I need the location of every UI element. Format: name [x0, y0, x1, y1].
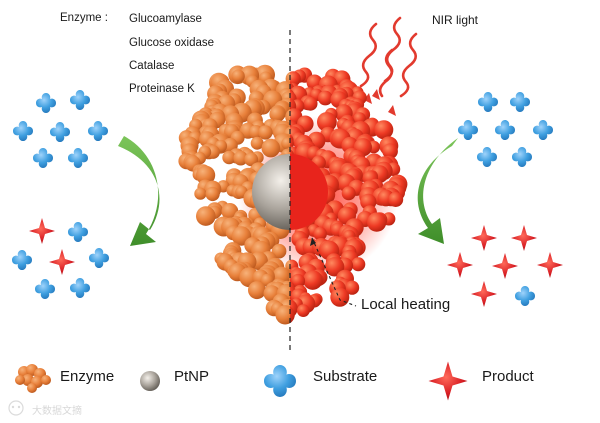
heated-enzyme-bead — [341, 186, 356, 201]
substrate — [35, 279, 55, 299]
heated-enzyme-bead — [330, 287, 350, 307]
product — [537, 252, 563, 278]
product — [471, 281, 497, 307]
heated-enzyme-bead — [290, 71, 301, 87]
enzyme-bead — [248, 281, 266, 300]
substrate — [70, 90, 90, 110]
heated-enzyme-bead — [291, 273, 306, 288]
enzyme-item-proteinase-k: Proteinase K — [129, 83, 195, 95]
enzyme-bead — [233, 150, 248, 166]
product — [29, 218, 55, 244]
legend-ptnp-label: PtNP — [174, 368, 210, 385]
enzyme-cluster-right-heated — [290, 67, 408, 324]
reaction-arrow-right — [417, 138, 458, 244]
enzyme-bead — [196, 206, 216, 226]
enzyme-bead — [250, 136, 264, 150]
enzyme-bead — [194, 187, 207, 200]
enzyme-bead — [222, 150, 236, 165]
heated-enzyme-bead — [345, 280, 360, 295]
heated-enzyme-bead — [290, 306, 295, 324]
substrate — [495, 120, 515, 140]
substrate — [510, 92, 530, 112]
enzyme-bead — [258, 125, 273, 140]
heated-enzyme-bead — [351, 257, 366, 272]
enzyme-bead — [281, 137, 290, 150]
product — [447, 252, 473, 278]
enzyme-list-header: Enzyme : — [60, 12, 108, 24]
enzyme-item-glucose-oxidase: Glucose oxidase — [129, 37, 215, 49]
heated-enzyme-bead — [388, 192, 404, 207]
watermark-logo — [8, 400, 24, 416]
legend-product-icon — [428, 361, 468, 401]
product — [471, 225, 497, 251]
enzyme-bead — [261, 138, 281, 158]
watermark-text: 大数据文摘 — [32, 406, 82, 417]
legend-enzyme-icon — [15, 364, 51, 393]
enzyme-item-glucoamylase: Glucoamylase — [129, 13, 202, 25]
substrate — [89, 248, 109, 268]
heated-enzyme-bead — [317, 112, 337, 132]
nir-light-arrows — [359, 16, 418, 98]
local-heating-label: Local heating — [361, 296, 451, 313]
heated-enzyme-bead — [290, 137, 294, 150]
substrate — [68, 148, 88, 168]
heated-enzyme-bead — [303, 96, 318, 111]
legend-ptnp-icon — [140, 371, 160, 391]
enzyme-bead — [275, 305, 290, 325]
enzyme-bead — [205, 186, 220, 202]
substrate — [515, 286, 535, 306]
heated-enzyme-bead — [374, 120, 394, 140]
heated-enzyme-bead — [302, 270, 323, 290]
legend-enzyme-label: Enzyme — [60, 368, 115, 385]
product — [49, 249, 75, 275]
enzyme-bead — [196, 165, 216, 185]
legend-substrate-label: Substrate — [313, 368, 378, 385]
heating-pointer-head — [310, 238, 316, 246]
substrate — [36, 93, 56, 113]
enzyme-bead — [269, 106, 286, 123]
heated-enzyme-bead — [317, 90, 333, 106]
heated-enzyme-bead — [367, 212, 387, 232]
heated-enzyme-bead — [313, 226, 327, 241]
substrate — [458, 120, 478, 140]
product-group-left — [12, 218, 109, 299]
reaction-arrow-left — [118, 136, 160, 246]
substrate-group-right — [458, 92, 553, 167]
substrate — [88, 121, 108, 141]
heated-core — [290, 154, 328, 230]
substrate — [13, 121, 33, 141]
legend-substrate-icon — [264, 365, 296, 397]
substrate — [70, 278, 90, 298]
substrate — [12, 250, 32, 270]
heated-enzyme-bead — [296, 304, 310, 317]
substrate — [533, 120, 553, 140]
heated-enzyme-bead — [324, 257, 345, 277]
heated-enzyme-bead — [382, 143, 398, 159]
ptnp-sphere — [252, 154, 290, 230]
nir-light-label: NIR light — [432, 13, 479, 27]
product — [492, 253, 518, 279]
enzyme-bead — [244, 152, 259, 167]
substrate — [50, 122, 70, 142]
substrate — [68, 222, 88, 242]
substrate — [477, 147, 497, 167]
substrate — [33, 148, 53, 168]
legend-product-label: Product — [482, 368, 534, 385]
heating-pointer — [311, 237, 357, 307]
substrate — [478, 92, 498, 112]
product-group-right — [447, 225, 563, 307]
product — [511, 225, 537, 251]
substrate-group-left — [13, 90, 108, 168]
enzyme-bead — [231, 69, 245, 83]
enzyme-item-catalase: Catalase — [129, 60, 175, 72]
substrate — [512, 147, 532, 167]
